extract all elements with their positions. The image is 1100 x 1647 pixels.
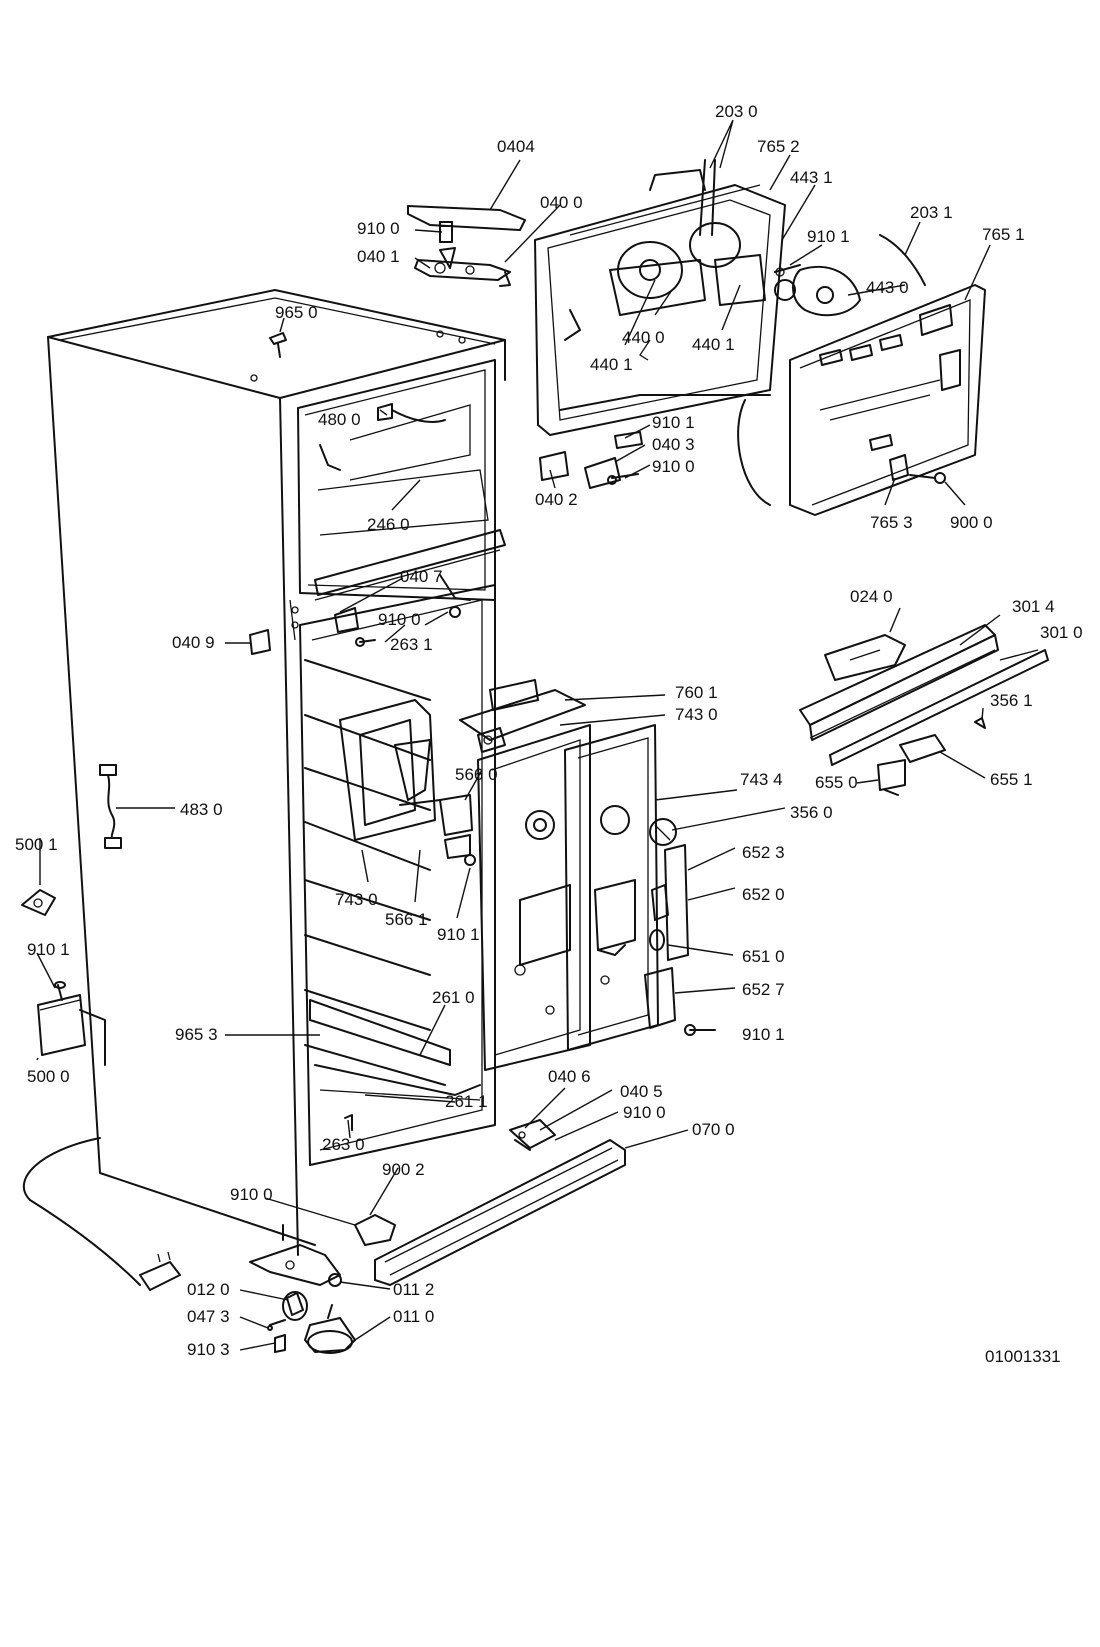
label-483-0: 483 0	[180, 800, 223, 819]
label-263-0: 263 0	[322, 1135, 365, 1154]
label-356-0: 356 0	[790, 803, 833, 822]
label-443-0: 443 0	[866, 278, 909, 297]
label-356-1: 356 1	[990, 691, 1033, 710]
label-246-0: 246 0	[367, 515, 410, 534]
freezer-hinge-parts	[539, 431, 643, 489]
label-965-3: 965 3	[175, 1025, 218, 1044]
label-900-0: 900 0	[950, 513, 993, 532]
part-labels: 203 0 0404 765 2 443 1 040 0 910 0 203 1…	[15, 102, 1083, 1366]
label-655-1: 655 1	[990, 770, 1033, 789]
label-203-0: 203 0	[715, 102, 758, 121]
label-652-0: 652 0	[742, 885, 785, 904]
left-side-parts	[21, 629, 271, 1066]
label-301-4: 301 4	[1012, 597, 1055, 616]
label-765-1: 765 1	[982, 225, 1025, 244]
label-566-1: 566 1	[385, 910, 428, 929]
label-440-0: 440 0	[622, 328, 665, 347]
label-261-1: 261 1	[445, 1092, 488, 1111]
label-263-1: 263 1	[390, 635, 433, 654]
label-040-7: 040 7	[400, 567, 443, 586]
label-040-6: 040 6	[548, 1067, 591, 1086]
label-652-3: 652 3	[742, 843, 785, 862]
label-480-0: 480 0	[318, 410, 361, 429]
label-910-0-a: 910 0	[357, 219, 400, 238]
label-040-3: 040 3	[652, 435, 695, 454]
label-765-3: 765 3	[870, 513, 913, 532]
base-grille-070-0	[374, 1139, 626, 1286]
refrigerator-cabinet	[23, 289, 506, 1291]
leader-lines	[36, 119, 1039, 1351]
label-652-7: 652 7	[742, 980, 785, 999]
label-743-0-b: 743 0	[335, 890, 378, 909]
label-910-0-b: 910 0	[652, 457, 695, 476]
label-040-0: 040 0	[540, 193, 583, 212]
label-910-3: 910 3	[187, 1340, 230, 1359]
label-443-1: 443 1	[790, 168, 833, 187]
label-566-0: 566 0	[455, 765, 498, 784]
label-910-1-a: 910 1	[807, 227, 850, 246]
thermostat-knob	[649, 818, 677, 846]
cord-203-0	[699, 159, 716, 236]
label-500-1: 500 1	[15, 835, 58, 854]
freezer-back-panel	[737, 234, 986, 516]
label-743-0-a: 743 0	[675, 705, 718, 724]
label-900-2: 900 2	[382, 1160, 425, 1179]
label-012-0: 012 0	[187, 1280, 230, 1299]
cabinet-small-parts	[319, 403, 471, 1131]
label-047-3: 047 3	[187, 1307, 230, 1326]
label-910-1-d: 910 1	[27, 940, 70, 959]
light-bar-301-4	[799, 624, 1049, 796]
label-965-0: 965 0	[275, 303, 318, 322]
label-765-2: 765 2	[757, 137, 800, 156]
label-203-1: 203 1	[910, 203, 953, 222]
label-910-1-e: 910 1	[742, 1025, 785, 1044]
label-261-0: 261 0	[432, 988, 475, 1007]
label-011-2: 011 2	[393, 1280, 434, 1299]
label-655-0: 655 0	[815, 773, 858, 792]
evaporator-panel-760-1	[459, 679, 591, 1071]
label-040-1: 040 1	[357, 247, 400, 266]
label-440-1-b: 440 1	[692, 335, 735, 354]
fan-duct-assembly	[339, 699, 476, 866]
label-301-0: 301 0	[1040, 623, 1083, 642]
lamp-assembly	[644, 844, 716, 1036]
label-040-5: 040 5	[620, 1082, 663, 1101]
label-910-0-e: 910 0	[230, 1185, 273, 1204]
label-440-1-a: 440 1	[590, 355, 633, 374]
label-024-0: 024 0	[850, 587, 893, 606]
label-910-1-b: 910 1	[652, 413, 695, 432]
label-0404: 0404	[497, 137, 535, 156]
label-910-1-c: 910 1	[437, 925, 480, 944]
label-910-0-d: 910 0	[623, 1103, 666, 1122]
label-040-2: 040 2	[535, 490, 578, 509]
label-011-0: 011 0	[393, 1307, 434, 1326]
freezer-fan-cover	[534, 169, 861, 436]
drawing-code: 01001331	[985, 1347, 1061, 1366]
label-910-0-c: 910 0	[378, 610, 421, 629]
label-743-4: 743 4	[740, 770, 783, 789]
thermostat-housing-743-4	[564, 724, 659, 1051]
label-070-0: 070 0	[692, 1120, 735, 1139]
label-040-9: 040 9	[172, 633, 215, 652]
label-651-0: 651 0	[742, 947, 785, 966]
top-handle-assembly	[269, 205, 526, 358]
label-500-0: 500 0	[27, 1067, 70, 1086]
label-760-1: 760 1	[675, 683, 718, 702]
